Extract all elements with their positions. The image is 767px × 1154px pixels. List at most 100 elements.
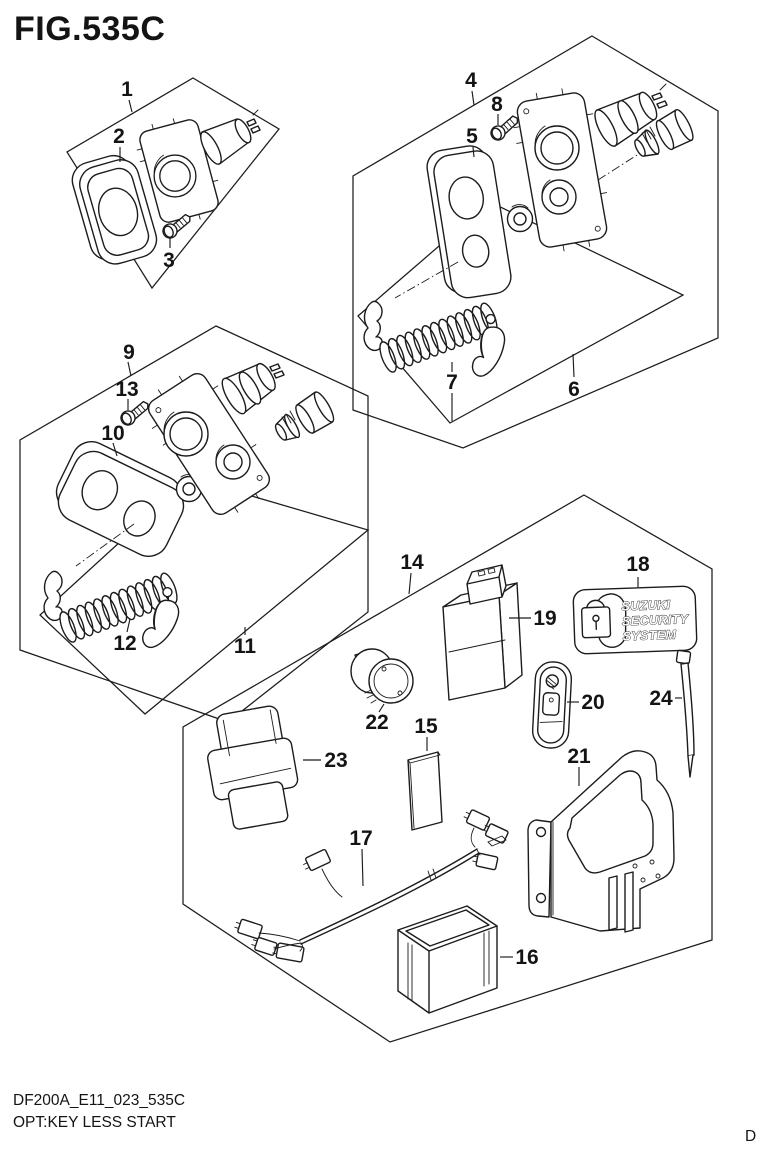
cylinder-cap (638, 91, 658, 121)
mounting-plate (147, 372, 271, 516)
switch-bezel-2-drawing (71, 154, 158, 265)
cylinder-cap (256, 362, 276, 392)
drawing-code: DF200A_E11_023_535C (13, 1092, 185, 1109)
push-button-switch (274, 391, 335, 441)
plate-hole (155, 407, 162, 414)
switch-cylinder-1 (200, 109, 261, 165)
kit-box-14 (182, 494, 713, 1043)
bracket-tabs (608, 871, 634, 933)
branch-wire (321, 868, 343, 898)
leader-14 (408, 572, 412, 595)
card-edge (407, 751, 441, 829)
rivet-hole (640, 877, 646, 883)
leader-12 (126, 618, 131, 633)
bracket-flange (527, 819, 552, 918)
part-label-7: 7 (446, 371, 458, 394)
part-label-21: 21 (567, 745, 591, 768)
ring-nut (506, 203, 534, 233)
leader-lines (112, 90, 682, 958)
part-label-10: 10 (101, 422, 124, 445)
relay-base (227, 781, 289, 830)
button-body (655, 119, 675, 151)
buzzer-front (368, 658, 414, 704)
harness-connector (234, 918, 263, 940)
remote-key-fob-20-drawing (531, 661, 573, 749)
plate-hole (594, 225, 601, 232)
assembly-3-panel-switch-set (43, 362, 335, 653)
assembly-1-ignition-switch-set (71, 109, 261, 265)
control-unit-19-drawing (442, 564, 523, 701)
bezel-hole (97, 187, 139, 237)
case-walls (397, 925, 498, 1014)
speaker-hatch (546, 677, 557, 690)
tie-head (675, 649, 692, 665)
module-connector (466, 564, 507, 605)
buzzer-slits (364, 689, 377, 704)
part-label-2: 2 (113, 125, 125, 148)
harness-connector (303, 848, 331, 872)
panel-hole-left (81, 470, 119, 511)
harness-cable (299, 848, 478, 941)
button-back (313, 391, 335, 423)
cylinder-collar (617, 99, 639, 135)
harness-pigtails (470, 827, 481, 856)
harness-cable (300, 852, 480, 945)
leader-22 (378, 703, 385, 713)
part-label-24: 24 (649, 687, 673, 710)
switch-face-ring (534, 125, 580, 171)
part-label-14: 14 (400, 551, 424, 574)
part-label-6: 6 (568, 378, 580, 401)
assembly-2-panel-switch-set (363, 83, 694, 379)
part-label-13: 13 (115, 378, 138, 401)
thread-hatch (641, 126, 656, 143)
switch-panel-10-drawing (55, 441, 185, 557)
bolt-hole (535, 892, 547, 904)
switch-face-ring (153, 154, 197, 198)
push-button-switch (634, 108, 694, 157)
decal-line-1: SUZUKI (621, 598, 671, 614)
part-label-19: 19 (533, 607, 556, 630)
switch-panel-5-drawing (426, 145, 512, 299)
security-decal-18-drawing: SUZUKI SECURITY SYSTEM (572, 585, 698, 655)
relay-edges (219, 709, 292, 785)
bracket-window (566, 770, 654, 874)
rivet-hole (632, 863, 638, 869)
cylinder-front (200, 131, 222, 165)
button-back (674, 108, 694, 142)
spade-terminal (487, 835, 507, 847)
fob-divider (539, 721, 563, 723)
switch-cylinder-2 (594, 83, 668, 147)
leader-9 (127, 361, 132, 377)
rivet-hole (649, 859, 655, 865)
switch-cylinder-3 (221, 362, 285, 415)
button-face (274, 423, 288, 441)
tie-tip (687, 754, 694, 778)
cylinder-front (594, 109, 618, 147)
panel-hole-right (123, 500, 156, 537)
cylinder-front (221, 377, 247, 415)
cylinder-collar (238, 371, 262, 405)
leader-6 (572, 353, 575, 378)
relay-23-drawing (207, 705, 299, 830)
cylinder-edges (201, 118, 250, 165)
terminal-wire (659, 83, 667, 91)
module-seam (448, 639, 506, 653)
part-label-17: 17 (349, 827, 372, 850)
terminals (269, 363, 285, 379)
page-marker: D (745, 1128, 756, 1145)
storage-case-16-drawing (397, 905, 498, 1014)
inner-box-11 (39, 477, 370, 715)
part-label-12: 12 (113, 632, 136, 655)
leader-1 (128, 99, 133, 113)
tie-strap (680, 662, 695, 757)
tape-marks (427, 868, 437, 881)
grommet-ring (215, 444, 251, 480)
cylinder-cap (234, 118, 252, 144)
part-label-5: 5 (466, 125, 478, 148)
part-label-18: 18 (626, 553, 650, 576)
part-label-23: 23 (324, 749, 347, 772)
harness-connector (272, 942, 305, 963)
part-label-9: 9 (123, 341, 135, 364)
terminals (651, 92, 668, 109)
